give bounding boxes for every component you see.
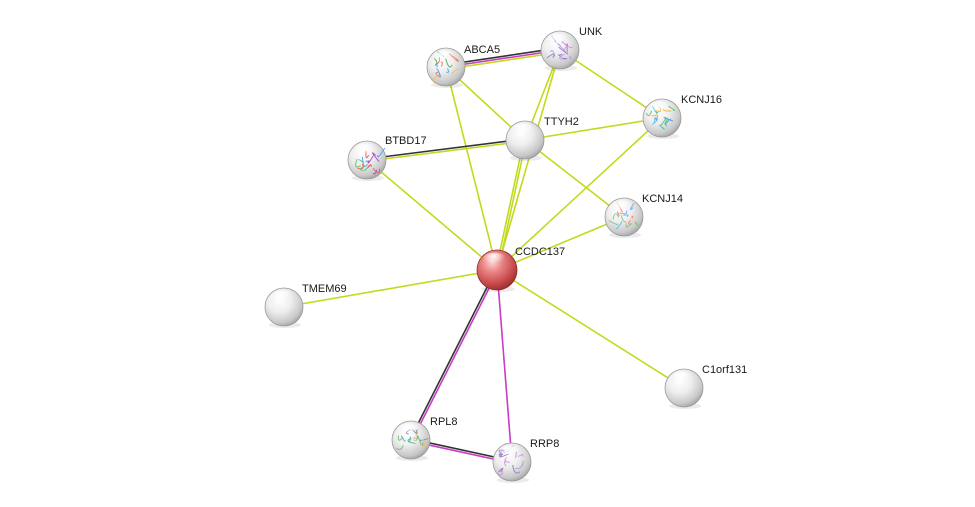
edge-line-textmining — [496, 49, 561, 271]
node-label-unk: UNK — [579, 26, 603, 38]
node-kcnj16[interactable]: KCNJ16 — [642, 94, 722, 139]
node-c1orf131[interactable]: C1orf131 — [664, 364, 747, 409]
node-label-btbd17: BTBD17 — [385, 135, 427, 147]
node-label-ccdc137: CCDC137 — [515, 246, 565, 258]
edge-line-textmining — [497, 139, 527, 272]
node-label-c1orf131: C1orf131 — [702, 364, 747, 376]
edge-line-coexpression — [409, 268, 497, 441]
node-abca5[interactable]: ABCA5 — [426, 44, 500, 88]
edge-abca5-ccdc137[interactable] — [445, 66, 498, 271]
node-label-abca5: ABCA5 — [464, 44, 500, 56]
node-label-rpl8: RPL8 — [430, 416, 458, 428]
edge-btbd17-ttyh2[interactable] — [366, 138, 526, 162]
edge-line-textmining — [524, 117, 663, 141]
edge-line-textmining — [496, 117, 663, 271]
sphere-highlight — [647, 101, 673, 118]
edge-line-textmining — [366, 159, 498, 271]
node-ttyh2[interactable]: TTYH2 — [505, 116, 579, 161]
edge-unk-ccdc137[interactable] — [496, 49, 561, 271]
edge-line-textmining — [366, 140, 526, 162]
edge-ttyh2-kcnj14[interactable] — [524, 139, 625, 218]
node-label-ttyh2: TTYH2 — [544, 116, 579, 128]
edge-kcnj14-ccdc137[interactable] — [496, 216, 625, 271]
node-tmem69[interactable]: TMEM69 — [264, 283, 347, 328]
edge-ttyh2-kcnj16[interactable] — [524, 117, 663, 141]
node-kcnj14[interactable]: KCNJ14 — [604, 193, 683, 238]
edge-line-textmining — [524, 139, 625, 218]
edge-line-coexpression — [366, 138, 526, 160]
edge-ttyh2-ccdc137[interactable] — [495, 138, 527, 272]
edge-line-experiments — [411, 269, 499, 442]
edge-line-textmining — [445, 66, 498, 271]
sphere-highlight — [609, 200, 635, 217]
edge-line-textmining — [495, 138, 525, 271]
edge-btbd17-ccdc137[interactable] — [366, 159, 498, 271]
edge-line-textmining — [496, 216, 625, 271]
sphere-highlight — [431, 50, 457, 67]
sphere-highlight — [482, 252, 508, 270]
sphere-highlight — [510, 123, 536, 140]
sphere-highlight — [396, 423, 422, 440]
node-layer: CCDC137 ABCA5 UNK KCNJ16TTYH2BTBD17KCNJ14TM… — [264, 26, 747, 483]
edge-kcnj16-ccdc137[interactable] — [496, 117, 663, 271]
sphere-highlight — [497, 445, 523, 462]
node-label-kcnj14: KCNJ14 — [642, 193, 683, 205]
edge-rpl8-ccdc137[interactable] — [409, 268, 499, 442]
node-btbd17[interactable]: BTBD17 — [347, 135, 427, 181]
edge-unk-kcnj16[interactable] — [559, 49, 663, 119]
edge-line-textmining — [559, 49, 663, 119]
edge-line-textmining — [283, 269, 498, 308]
sphere-highlight — [545, 33, 571, 50]
node-rrp8[interactable]: RRP8 — [492, 438, 559, 483]
sphere-highlight — [352, 143, 378, 160]
sphere-highlight — [669, 371, 695, 388]
sphere-highlight — [269, 290, 295, 307]
edge-tmem69-ccdc137[interactable] — [283, 269, 498, 308]
edge-line-textmining — [496, 269, 685, 389]
edge-line-experiments — [496, 269, 513, 463]
node-ccdc137[interactable]: CCDC137 — [476, 246, 565, 292]
node-label-tmem69: TMEM69 — [302, 283, 347, 295]
node-rpl8[interactable]: RPL8 — [391, 416, 458, 461]
node-label-rrp8: RRP8 — [530, 438, 559, 450]
edge-rrp8-ccdc137[interactable] — [496, 269, 513, 463]
edge-c1orf131-ccdc137[interactable] — [496, 269, 685, 389]
node-unk[interactable]: UNK — [540, 26, 603, 71]
node-label-kcnj16: KCNJ16 — [681, 94, 722, 106]
